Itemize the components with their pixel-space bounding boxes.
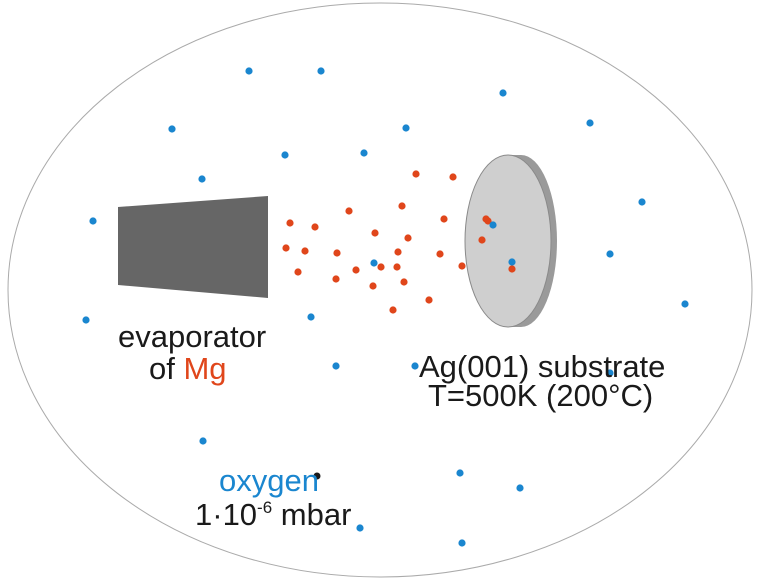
mg-atom [301, 247, 309, 255]
mg-atom [333, 249, 341, 257]
oxygen-atom [508, 258, 516, 266]
oxygen-legend-dot [313, 472, 321, 480]
evaporator-label-text: evaporator [118, 319, 267, 354]
oxygen-label: oxygen [219, 463, 319, 498]
oxygen-atom [356, 524, 364, 532]
oxygen-pressure: 1·10-6 mbar [195, 499, 351, 530]
oxygen-atom [360, 149, 368, 157]
mg-atom [394, 248, 402, 256]
mg-atom [440, 215, 448, 223]
oxygen-atom [168, 125, 176, 133]
oxygen-atom [370, 259, 378, 267]
chamber-outline [7, 2, 753, 578]
oxygen-atom [681, 300, 689, 308]
mg-atom [371, 229, 379, 237]
oxygen-atom [198, 175, 206, 183]
oxygen-atom [606, 369, 614, 377]
oxygen-atom [332, 362, 340, 370]
mg-atom [436, 250, 444, 258]
mg-atom [425, 296, 433, 304]
oxygen-atom [317, 67, 325, 75]
oxygen-atom [456, 469, 464, 477]
oxygen-atom [307, 313, 315, 321]
evaporator-of-text: of [149, 351, 175, 386]
evaporator-body [118, 196, 268, 298]
oxygen-atom [586, 119, 594, 127]
mg-atom [478, 236, 486, 244]
substrate-face [464, 154, 552, 328]
oxygen-atom [245, 67, 253, 75]
oxygen-atom [458, 539, 466, 547]
oxygen-atom [199, 437, 207, 445]
oxygen-atom [89, 217, 97, 225]
oxygen-atom [281, 151, 289, 159]
mg-atom [393, 263, 401, 271]
oxygen-atom [489, 221, 497, 229]
oxygen-atom-group [82, 67, 689, 547]
mg-atom [404, 234, 412, 242]
pressure-unit: mbar [272, 497, 352, 532]
mg-atom [352, 266, 360, 274]
mg-atom [458, 262, 466, 270]
evaporator-element-label: of Mg [149, 353, 227, 384]
oxygen-atom [516, 484, 524, 492]
substrate-disk [464, 154, 557, 328]
oxygen-atom [499, 89, 507, 97]
mg-atom [294, 268, 302, 276]
mg-atom [449, 173, 457, 181]
mg-atom [412, 170, 420, 178]
oxygen-atom [402, 124, 410, 132]
mg-atom [508, 265, 516, 273]
mg-atom [286, 219, 294, 227]
mg-atom [332, 275, 340, 283]
evaporator-label: evaporator [118, 321, 266, 352]
pressure-mantissa: 1·10 [195, 497, 258, 532]
mg-atom-group [282, 170, 516, 314]
evaporator-element-mg: Mg [183, 351, 227, 386]
mg-atom [369, 282, 377, 290]
substrate-temperature: T=500K (200°C) [428, 378, 654, 413]
mg-atom [377, 263, 385, 271]
oxygen-atom [411, 362, 419, 370]
mg-atom [345, 207, 353, 215]
mg-atom [311, 223, 319, 231]
mg-atom [400, 278, 408, 286]
pressure-exponent: -6 [257, 498, 273, 517]
substrate-label: Ag(001) substrate [419, 349, 666, 384]
mg-atom [398, 202, 406, 210]
oxygen-atom [82, 316, 90, 324]
mg-atom [282, 244, 290, 252]
mg-atom [484, 217, 492, 225]
oxygen-atom [606, 250, 614, 258]
oxygen-atom [638, 198, 646, 206]
mg-atom [389, 306, 397, 314]
